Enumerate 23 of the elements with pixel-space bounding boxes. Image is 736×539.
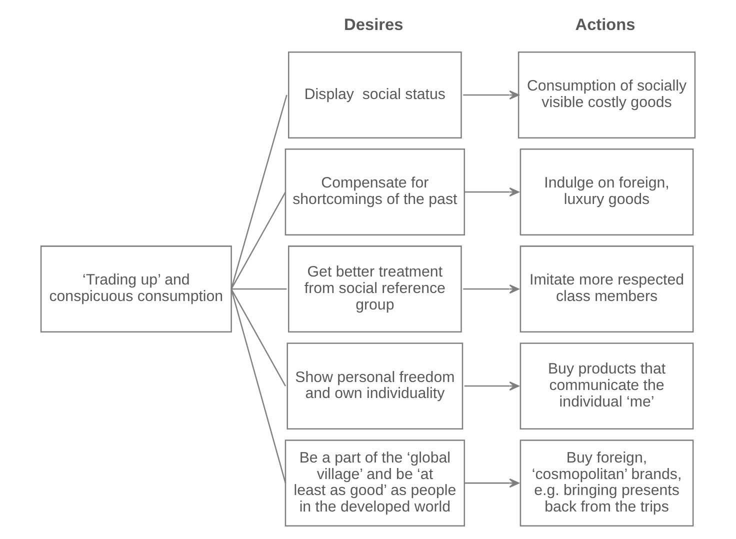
node-box: Indulge on foreign, luxury goods (520, 148, 694, 236)
connector (230, 192, 286, 290)
node-box: Consumption of socially visible costly goods (518, 52, 696, 138)
connector (230, 288, 286, 386)
connector (231, 288, 287, 290)
node-box: Get better treatment from social reference group (288, 246, 462, 332)
node-box: Compensate for shortcomings of the past (284, 148, 466, 236)
node-box: Buy foreign, ‘cosmopolitan’ brands, e.g. bringing presents back from the trips (520, 440, 694, 527)
connector (230, 288, 286, 484)
label: Desires (344, 16, 404, 34)
node-box: Buy products that communicate the individual ‘me’ (520, 342, 694, 430)
node-box: Display social status (288, 52, 462, 138)
label: Actions (575, 16, 636, 34)
connector (230, 94, 288, 290)
arrow (464, 187, 520, 197)
node-box: ‘Trading up’ and conspicuous consumption (40, 246, 232, 332)
node-box: Show personal freedom and own individuality (286, 342, 464, 430)
arrow (463, 284, 520, 294)
arrow (464, 381, 520, 391)
arrow (463, 90, 520, 100)
node-box: Be a part of the ‘global village’ and be ‘at least as good’ as people in the developed world (284, 440, 466, 527)
node-box: Imitate more respected class members (520, 246, 694, 332)
arrow (464, 478, 520, 488)
